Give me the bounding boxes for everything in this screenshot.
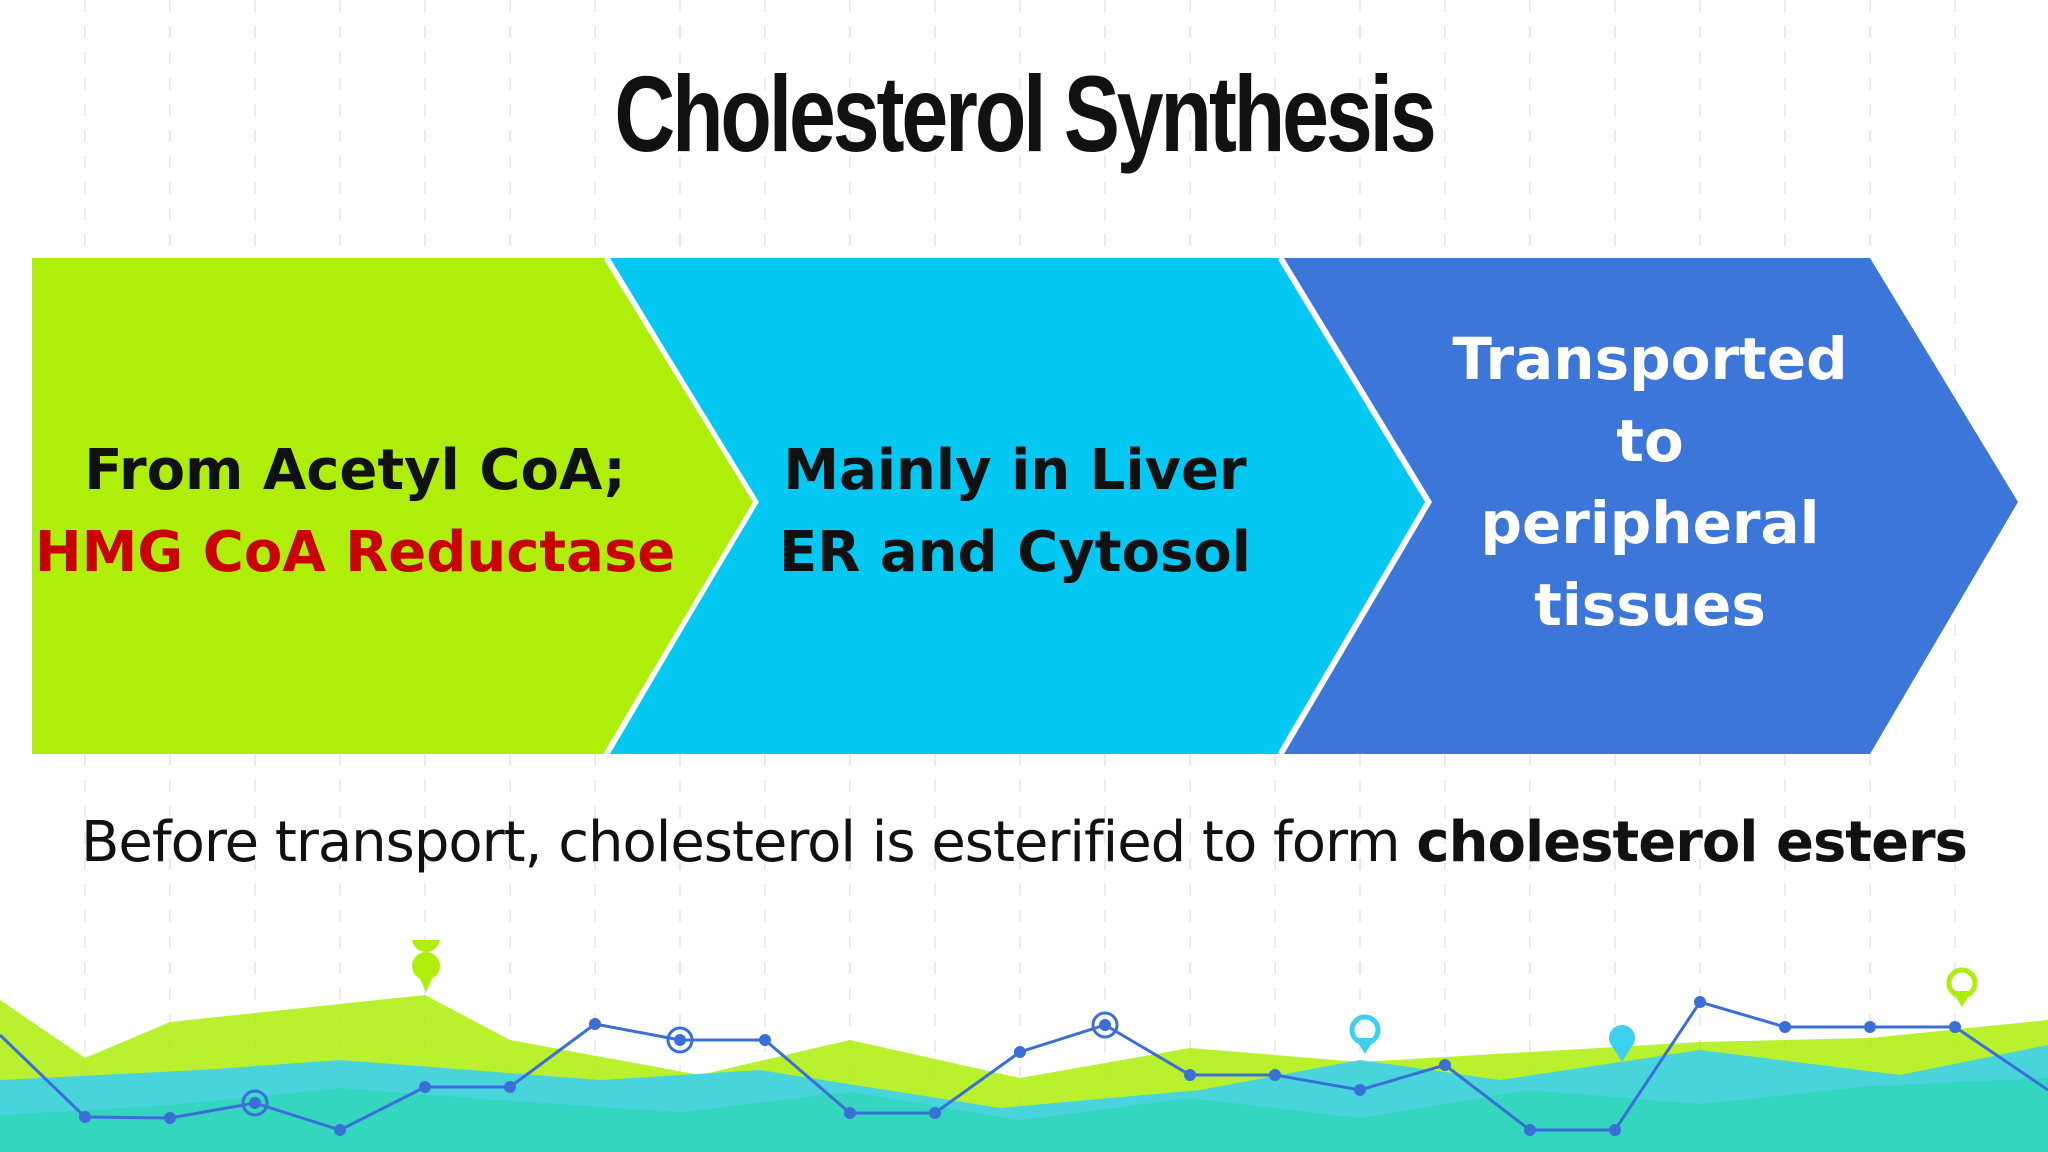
graph-point — [1099, 1019, 1111, 1031]
graph-point — [1609, 1124, 1621, 1136]
graph-point — [1439, 1059, 1451, 1071]
graph-point — [674, 1034, 686, 1046]
map-pin-icon — [1352, 1017, 1378, 1054]
step-3-line-2: to — [1360, 400, 1940, 482]
graph-point — [1524, 1124, 1536, 1136]
graph-point — [334, 1124, 346, 1136]
caption: Before transport, cholesterol is esterif… — [0, 810, 2048, 875]
step-2-line-1: Mainly in Liver — [720, 430, 1310, 512]
graph-point — [1354, 1084, 1366, 1096]
graph-point — [1014, 1046, 1026, 1058]
caption-bold: cholesterol esters — [1416, 810, 1967, 875]
step-1-text: From Acetyl CoA; HMG CoA Reductase — [30, 430, 680, 594]
graph-point — [164, 1112, 176, 1124]
graph-point — [1949, 1021, 1961, 1033]
graph-point — [929, 1107, 941, 1119]
decorative-footer-graph — [0, 940, 2048, 1152]
graph-point — [589, 1018, 601, 1030]
graph-point — [844, 1107, 856, 1119]
step-3-text: Transported to peripheral tissues — [1360, 318, 1940, 646]
step-3-line-3: peripheral — [1360, 482, 1940, 564]
map-pin-icon — [1949, 970, 1975, 1007]
step-2-line-2: ER and Cytosol — [720, 512, 1310, 594]
step-3-line-1: Transported — [1360, 318, 1940, 400]
graph-point — [1184, 1069, 1196, 1081]
graph-point — [759, 1034, 771, 1046]
caption-text: Before transport, cholesterol is esterif… — [81, 810, 1416, 875]
graph-point — [504, 1081, 516, 1093]
graph-point — [1779, 1021, 1791, 1033]
map-pin-icon — [412, 940, 440, 992]
graph-point — [419, 1081, 431, 1093]
step-1-highlight: HMG CoA Reductase — [30, 512, 680, 594]
graph-point — [249, 1097, 261, 1109]
graph-point — [79, 1111, 91, 1123]
graph-point — [1864, 1021, 1876, 1033]
step-1-line-1: From Acetyl CoA; — [30, 430, 680, 512]
step-3-line-4: tissues — [1360, 564, 1940, 646]
graph-point — [1694, 996, 1706, 1008]
step-2-text: Mainly in Liver ER and Cytosol — [720, 430, 1310, 594]
graph-point — [1269, 1069, 1281, 1081]
